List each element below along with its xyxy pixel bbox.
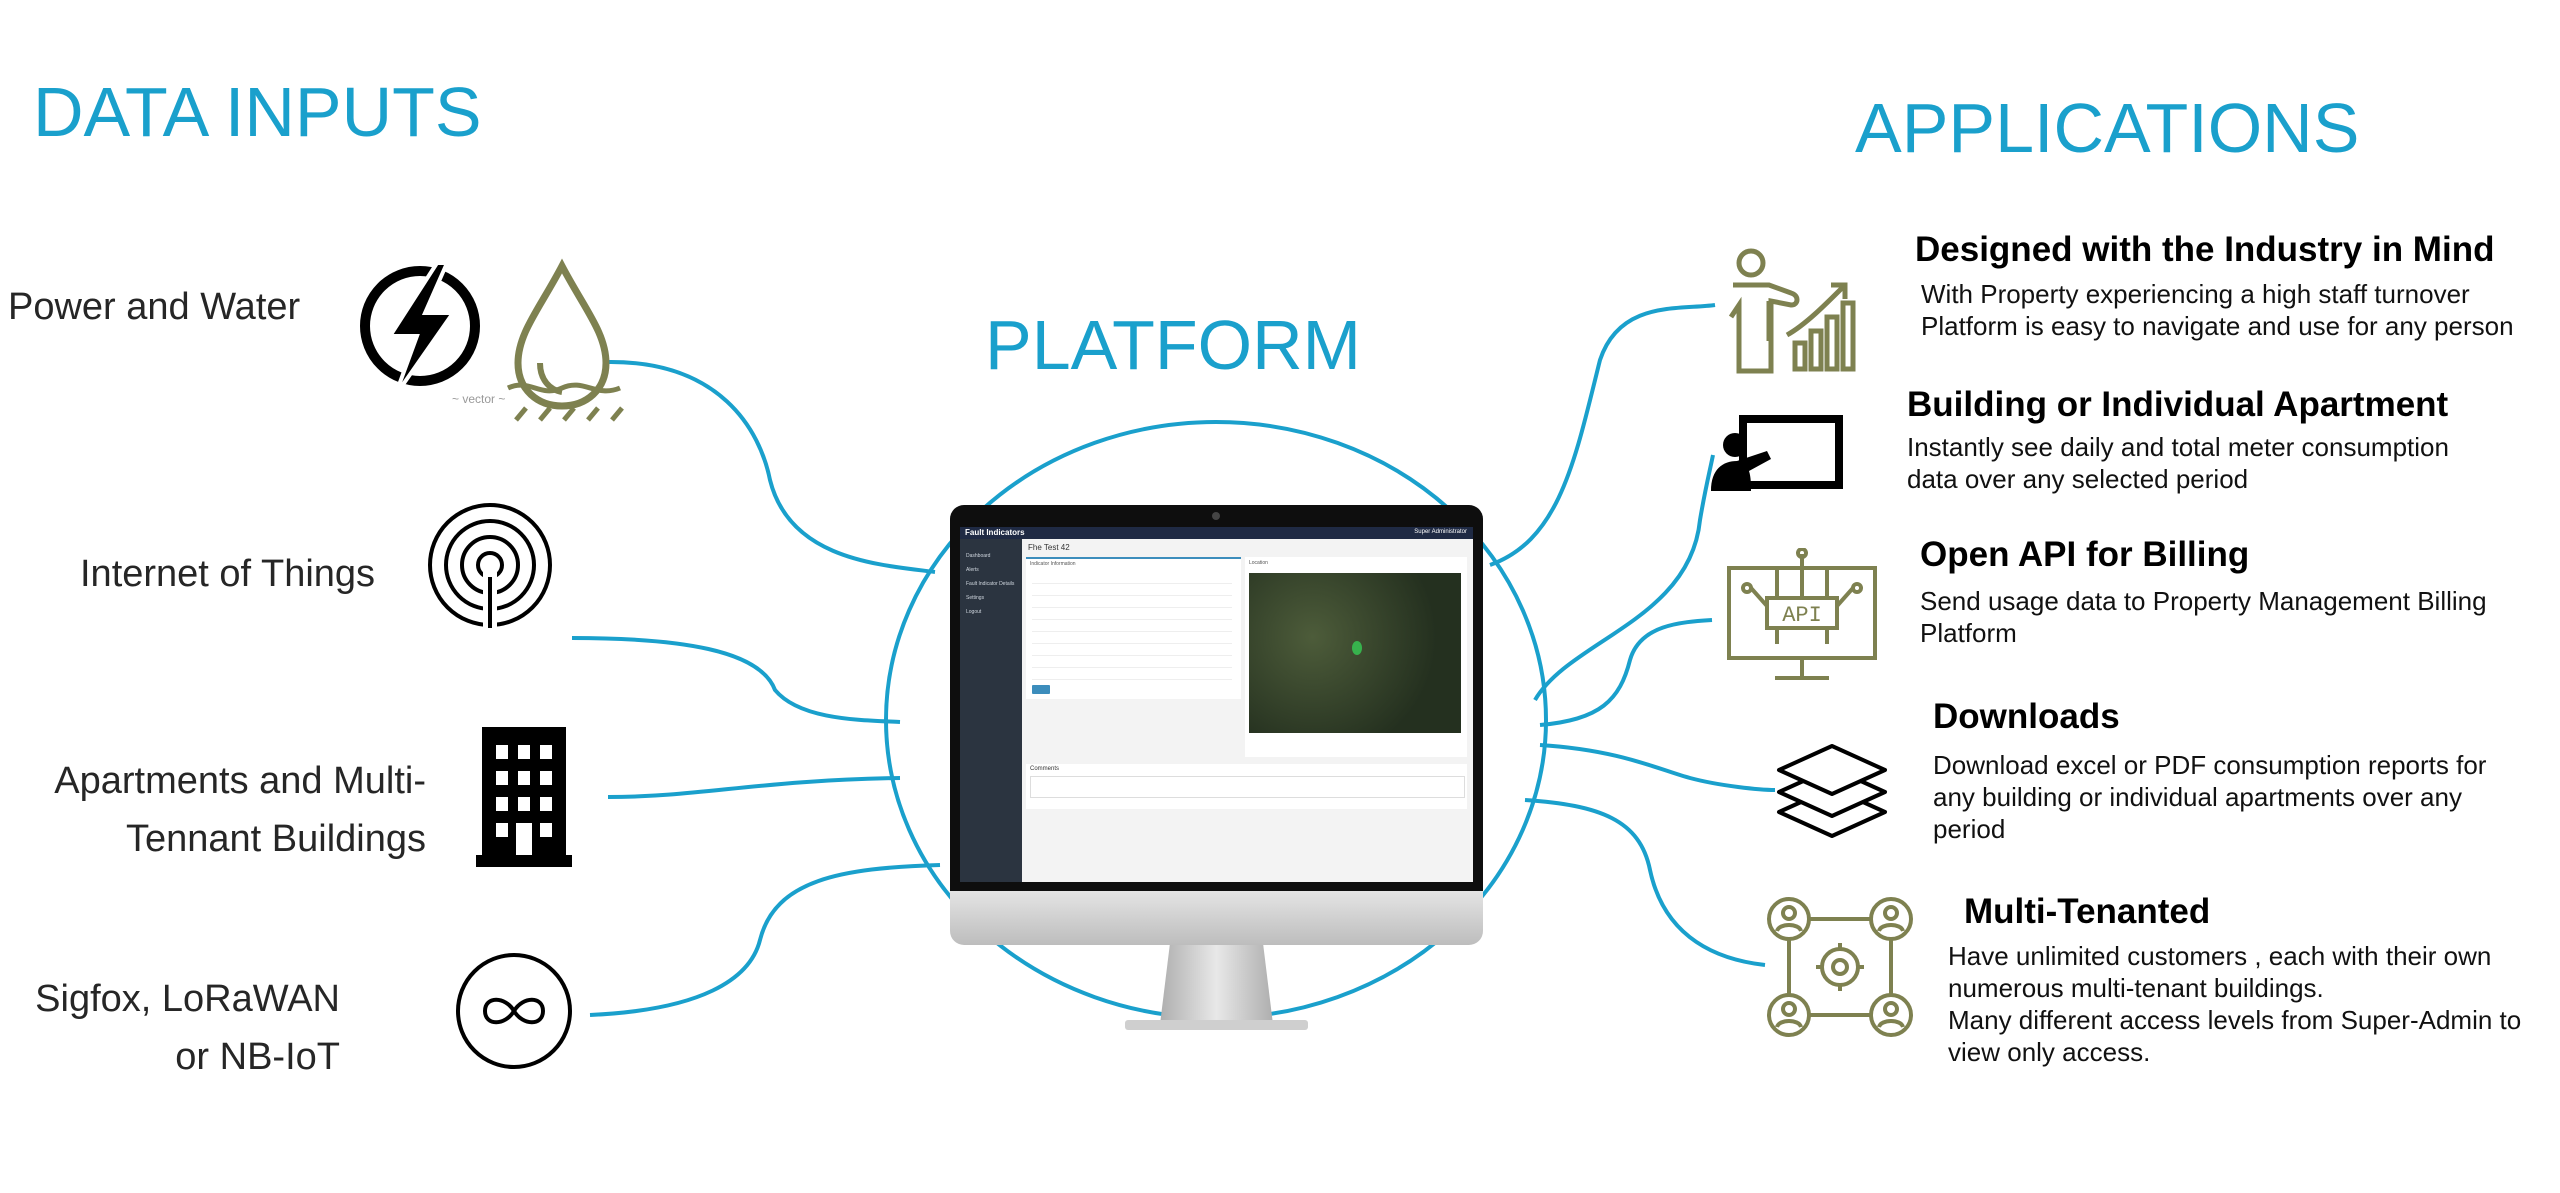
app-apartment: Building or Individual Apartment Instant… — [1907, 385, 2449, 495]
screen-save-button[interactable] — [1032, 685, 1050, 694]
monitor-chin — [950, 891, 1483, 945]
screen-content: Fhe Test 42 Indicator Information Locati… — [1022, 539, 1473, 882]
monitor-base — [1125, 1020, 1308, 1030]
app-downloads-desc: Download excel or PDF consumption report… — [1933, 749, 2486, 845]
input-label-network: Sigfox, LoRaWAN or NB-IoT — [10, 970, 340, 1086]
api-icon-label: API — [1782, 603, 1822, 628]
app-api-heading: Open API for Billing — [1920, 535, 2250, 574]
app-api-desc-line: Send usage data to Property Management B… — [1920, 586, 2487, 616]
screen-info-row — [1032, 597, 1232, 608]
connector-api — [1539, 618, 1713, 727]
building-icon — [476, 727, 572, 867]
screen-sidebar-item[interactable]: Dashboard — [966, 553, 991, 559]
connector-power-water — [605, 359, 936, 574]
input-label-buildings-line2: Tennant Buildings — [126, 818, 426, 860]
connector-multitenant — [1524, 798, 1766, 967]
screen-info-row — [1032, 645, 1232, 656]
screen-comments: Comments — [1026, 764, 1467, 809]
app-api: Open API for Billing Send usage data to … — [1920, 535, 2487, 649]
whiteboard-presenter-icon — [1711, 415, 1843, 491]
input-label-iot: Internet of Things — [80, 553, 376, 595]
monitor-stand — [1159, 945, 1274, 1025]
app-apartment-desc-line: Instantly see daily and total meter cons… — [1907, 432, 2449, 462]
app-downloads-heading: Downloads — [1933, 697, 2120, 736]
app-multitenant-desc-line: Have unlimited customers , each with the… — [1948, 941, 2492, 971]
water-drop-icon — [506, 258, 624, 422]
platform-title: PLATFORM — [985, 306, 1361, 384]
screen-info-row — [1032, 573, 1232, 584]
connector-network — [589, 863, 941, 1017]
input-label-network-line1: Sigfox, LoRaWAN — [35, 978, 340, 1020]
platform-monitor: Fault Indicators Super Administrator Das… — [950, 505, 1483, 1030]
screen-comment-box[interactable] — [1030, 776, 1465, 798]
input-label-power-water: Power and Water — [8, 286, 301, 328]
screen-map-card: Location — [1245, 557, 1467, 757]
applications-title: APPLICATIONS — [1855, 89, 2360, 167]
layers-icon — [1777, 744, 1887, 838]
app-industry: Designed with the Industry in Mind With … — [1915, 230, 2514, 342]
app-apartment-desc: Instantly see daily and total meter cons… — [1907, 431, 2449, 495]
screen-satellite-map[interactable] — [1249, 573, 1461, 733]
connector-iot — [571, 636, 901, 724]
app-api-desc-line: Platform — [1920, 618, 2017, 648]
iot-signal-icon — [428, 503, 552, 630]
screen-user[interactable]: Super Administrator — [1414, 529, 1467, 535]
app-downloads: Downloads Download excel or PDF consumpt… — [1933, 697, 2486, 845]
screen-page-title: Fhe Test 42 — [1028, 543, 1070, 552]
app-industry-desc-line: Platform is easy to navigate and use for… — [1921, 311, 2514, 341]
app-multitenant-desc-line: Many different access levels from Super-… — [1948, 1005, 2522, 1035]
app-downloads-desc-line: Download excel or PDF consumption report… — [1933, 750, 2487, 780]
screen-info-row — [1032, 621, 1232, 632]
api-monitor-icon: API — [1727, 548, 1877, 680]
users-gear-icon — [1767, 897, 1913, 1037]
screen-info-row — [1032, 609, 1232, 620]
monitor-camera — [1212, 512, 1220, 520]
input-label-buildings-line1: Apartments and Multi- — [54, 760, 426, 802]
app-industry-desc: With Property experiencing a high staff … — [1921, 278, 2514, 342]
vector-caption: ~ vector ~ — [452, 392, 506, 406]
screen-sidebar-item[interactable]: Fault Indicator Details — [966, 581, 1015, 587]
connector-downloads — [1539, 743, 1776, 792]
connector-buildings — [607, 776, 901, 799]
screen-info-row — [1032, 633, 1232, 644]
screen-topbar: Fault Indicators Super Administrator — [960, 527, 1473, 539]
infinity-icon — [456, 953, 572, 1069]
screen-comments-title: Comments — [1030, 766, 1060, 772]
screen-map-title: Location — [1249, 560, 1268, 566]
screen-info-card-title: Indicator Information — [1030, 561, 1076, 567]
app-multitenant-heading: Multi-Tenanted — [1964, 892, 2211, 931]
screen-info-row — [1032, 657, 1232, 668]
screen-sidebar-item[interactable]: Alerts — [966, 567, 979, 573]
app-multitenant-desc-line: view only access. — [1948, 1037, 2151, 1067]
screen-sidebar-item[interactable]: Logout — [966, 609, 982, 615]
monitor-bezel: Fault Indicators Super Administrator Das… — [950, 505, 1483, 891]
screen-info-card: Indicator Information — [1026, 557, 1241, 699]
app-downloads-desc-line: any building or individual apartments ov… — [1933, 782, 2462, 812]
monitor-screen: Fault Indicators Super Administrator Das… — [960, 527, 1473, 882]
data-inputs-title: DATA INPUTS — [33, 73, 482, 151]
app-multitenant: Multi-Tenanted Have unlimited customers … — [1948, 892, 2521, 1068]
app-downloads-desc-line: period — [1933, 814, 2006, 844]
screen-sidebar-item[interactable]: Settings — [966, 595, 985, 601]
vector-caption-text: vector — [462, 392, 496, 406]
app-industry-heading: Designed with the Industry in Mind — [1915, 230, 2495, 269]
map-pin-icon[interactable] — [1352, 641, 1362, 655]
screen-info-row — [1032, 585, 1232, 596]
lightning-bolt-icon — [360, 261, 480, 398]
screen-info-row — [1032, 669, 1232, 680]
input-label-buildings: Apartments and Multi- Tennant Buildings — [33, 752, 426, 868]
app-api-desc: Send usage data to Property Management B… — [1920, 585, 2487, 649]
screen-brand: Fault Indicators — [965, 528, 1025, 537]
app-multitenant-desc-line: numerous multi-tenant buildings. — [1948, 973, 2324, 1003]
connector-apartment — [1533, 454, 1715, 702]
app-apartment-desc-line: data over any selected period — [1907, 464, 2249, 494]
input-label-network-line2: or NB-IoT — [175, 1036, 340, 1078]
presenter-chart-icon — [1728, 248, 1856, 374]
app-industry-desc-line: With Property experiencing a high staff … — [1921, 279, 2470, 309]
screen-sidebar: Dashboard Alerts Fault Indicator Details… — [960, 539, 1022, 882]
app-apartment-heading: Building or Individual Apartment — [1907, 385, 2449, 424]
app-multitenant-desc: Have unlimited customers , each with the… — [1948, 940, 2521, 1068]
connector-industry — [1489, 303, 1716, 567]
